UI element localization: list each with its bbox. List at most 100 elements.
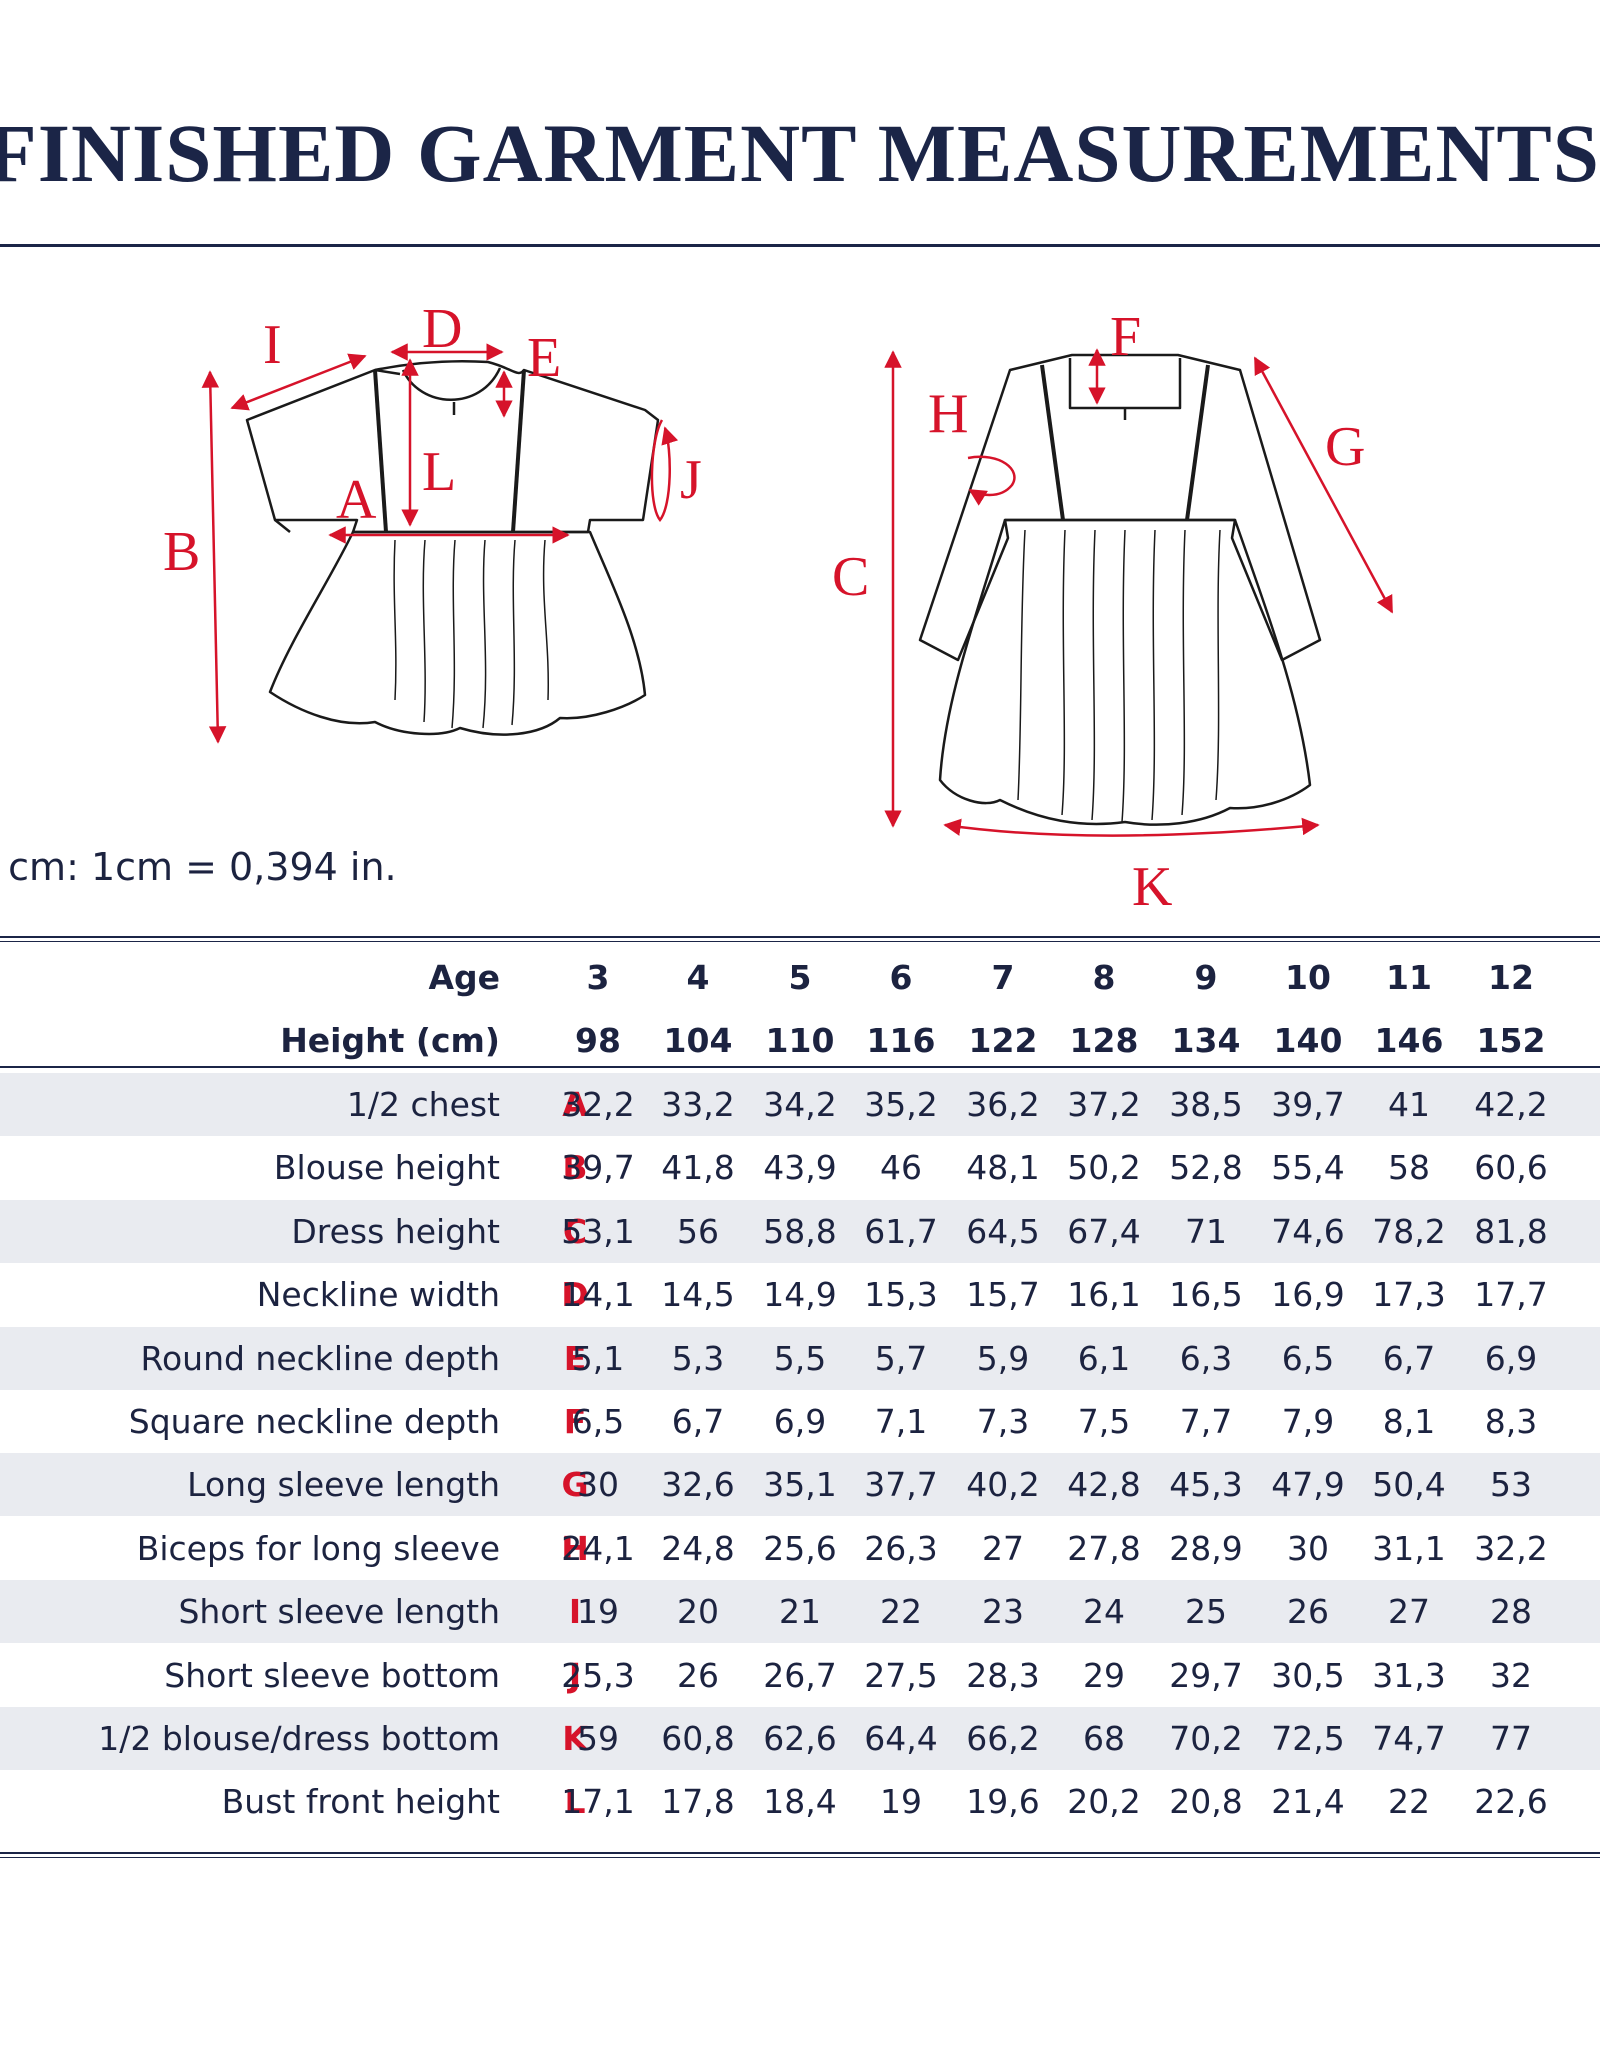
measure-value: 34,2	[763, 1085, 837, 1124]
measure-value: 36,2	[966, 1085, 1040, 1124]
measure-value: 39,7	[561, 1148, 635, 1188]
measure-label: Square neckline depth	[128, 1402, 500, 1441]
table-bottom-rule-2	[0, 1857, 1600, 1858]
title-divider	[0, 244, 1600, 247]
arrow-j	[650, 419, 679, 523]
measure-value: 27	[1388, 1592, 1430, 1632]
measure-value: 19	[880, 1782, 922, 1822]
measure-value: 30	[577, 1465, 619, 1505]
measure-value: 68	[1083, 1719, 1125, 1758]
measure-value: 26	[677, 1655, 719, 1695]
measure-value: 18,4	[763, 1782, 837, 1822]
measure-value: 17,7	[1474, 1275, 1548, 1315]
measure-value: 28	[1490, 1592, 1532, 1632]
measure-value: 59	[577, 1719, 619, 1758]
measure-label: Dress height	[291, 1211, 500, 1251]
measure-value: 46	[880, 1148, 922, 1188]
measure-value: 7,7	[1179, 1402, 1233, 1441]
height-cell: 134	[1171, 1021, 1241, 1060]
measure-value: 15,3	[864, 1275, 938, 1315]
measure-value: 67,4	[1067, 1211, 1141, 1251]
height-cell: 128	[1069, 1021, 1139, 1060]
measure-value: 6,3	[1179, 1338, 1233, 1378]
height-cell: 146	[1374, 1021, 1444, 1060]
table-bottom-rule	[0, 1852, 1600, 1854]
measure-value: 20,2	[1067, 1782, 1141, 1822]
measure-value: 62,6	[763, 1719, 837, 1758]
measure-value: 71	[1185, 1211, 1227, 1251]
measure-value: 24,1	[561, 1528, 635, 1568]
arrow-b	[201, 370, 227, 744]
measure-label: Short sleeve bottom	[164, 1655, 500, 1695]
measure-value: 32,2	[561, 1085, 635, 1124]
measure-code: F	[563, 1402, 587, 1441]
measure-value: 56	[677, 1211, 719, 1251]
age-cell: 12	[1488, 958, 1534, 997]
measure-value: 55,4	[1271, 1148, 1345, 1188]
measure-value: 19,6	[966, 1782, 1040, 1822]
measure-value: 27,8	[1067, 1528, 1141, 1568]
measure-value: 17,3	[1372, 1275, 1446, 1315]
measure-value: 60,6	[1474, 1148, 1548, 1188]
dress-drawing	[918, 353, 1322, 826]
measure-value: 27,5	[864, 1655, 938, 1695]
measure-value: 53,1	[561, 1211, 635, 1251]
measure-code: H	[561, 1528, 589, 1568]
height-cell: 122	[968, 1021, 1038, 1060]
measure-value: 52,8	[1169, 1148, 1243, 1188]
height-cell: 140	[1273, 1021, 1343, 1060]
measure-value: 58,8	[763, 1211, 837, 1251]
measure-value: 16,9	[1271, 1275, 1345, 1315]
measure-label: 1/2 chest	[346, 1085, 500, 1124]
measure-value: 61,7	[864, 1211, 938, 1251]
measure-value: 19	[577, 1592, 619, 1632]
measure-value: 32,6	[661, 1465, 735, 1505]
measure-value: 32	[1490, 1655, 1532, 1695]
age-cell: 3	[586, 958, 610, 997]
measure-value: 7,9	[1281, 1402, 1335, 1441]
diagram-letter-f: F	[1110, 306, 1141, 368]
measure-label: Neckline width	[256, 1275, 500, 1315]
height-cell: 98	[575, 1021, 621, 1060]
measure-value: 22,6	[1474, 1782, 1548, 1822]
measure-value: 70,2	[1169, 1719, 1243, 1758]
arrow-g	[1253, 356, 1394, 614]
measure-label: Long sleeve length	[187, 1465, 500, 1505]
height-cell: 104	[663, 1021, 733, 1060]
measure-value: 25,3	[561, 1655, 635, 1695]
measure-value: 21	[779, 1592, 821, 1632]
measure-value: 26	[1287, 1592, 1329, 1632]
diagram-letter-h: H	[928, 383, 968, 445]
measure-value: 38,5	[1169, 1085, 1243, 1124]
age-cell: 10	[1285, 958, 1331, 997]
diagram-letter-l: L	[422, 441, 456, 503]
measure-code: B	[562, 1148, 588, 1188]
measure-label: 1/2 blouse/dress bottom	[98, 1719, 500, 1758]
diagram-letter-e: E	[527, 327, 561, 389]
measure-code: D	[561, 1275, 589, 1315]
measure-value: 47,9	[1271, 1465, 1345, 1505]
age-cell: 7	[991, 958, 1015, 997]
measure-value: 6,7	[1382, 1338, 1436, 1378]
diagram-letter-b: B	[163, 521, 200, 583]
arrow-k	[943, 817, 1320, 837]
diagram-letter-j: J	[680, 449, 702, 511]
measure-value: 77	[1490, 1719, 1532, 1758]
age-cell: 5	[788, 958, 812, 997]
measure-label: Short sleeve length	[178, 1592, 500, 1632]
measure-value: 16,1	[1067, 1275, 1141, 1315]
header-divider	[0, 1066, 1600, 1068]
measure-value: 26,3	[864, 1528, 938, 1568]
measure-value: 41	[1388, 1085, 1430, 1124]
measure-value: 5,3	[671, 1338, 725, 1378]
measure-value: 50,4	[1372, 1465, 1446, 1505]
measure-value: 6,9	[773, 1402, 827, 1441]
